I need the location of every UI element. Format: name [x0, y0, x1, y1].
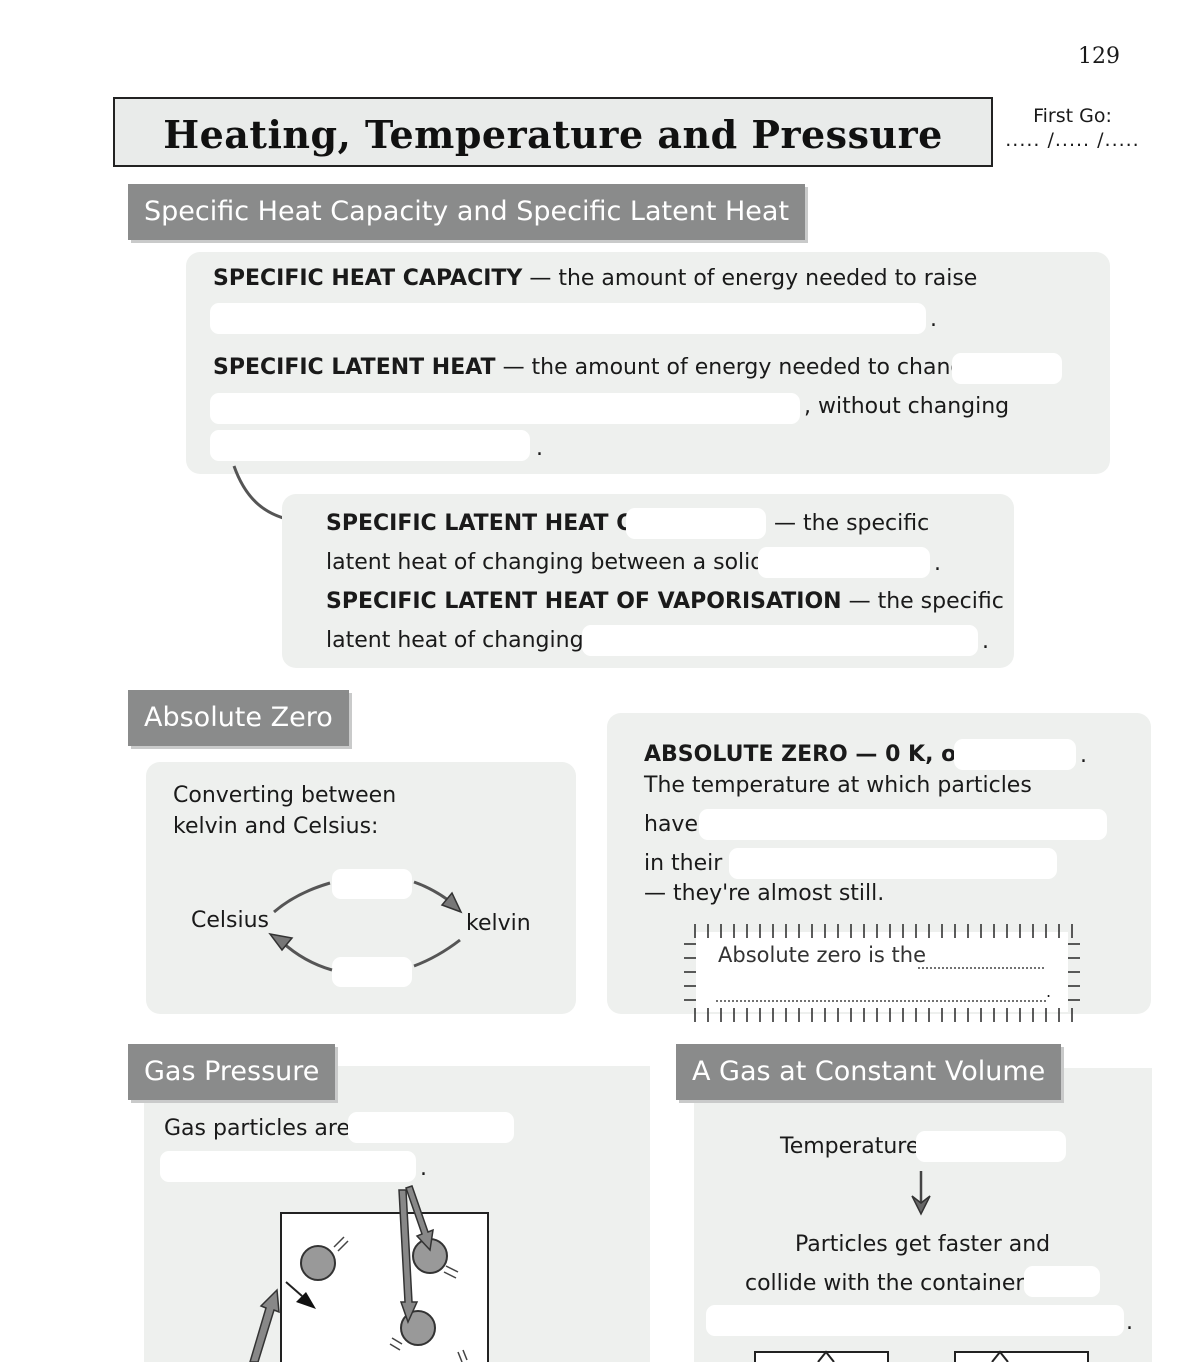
particle-icon [300, 1245, 336, 1281]
container-box [280, 1212, 489, 1362]
first-go-label: First Go: [1033, 105, 1112, 127]
arrow-down-icon [398, 1189, 419, 1325]
panel-conversion: Converting between kelvin and Celsius: C… [146, 762, 576, 1014]
blank-collide-1[interactable] [1024, 1266, 1100, 1297]
blank-fusion-state[interactable] [758, 547, 930, 578]
fusion-line2: latent heat of changing between a solid [326, 550, 765, 575]
without-changing: , without changing [804, 394, 1010, 419]
in-their-label: in their [644, 851, 723, 876]
blank-slh-1[interactable] [952, 353, 1062, 384]
abs-zero-term: ABSOLUTE ZERO — 0 K, or [644, 742, 968, 767]
fusion-text: — the specific [774, 511, 930, 536]
blank-have[interactable] [699, 809, 1107, 840]
almost-still: — they're almost still. [644, 881, 885, 906]
period: . [930, 307, 937, 332]
period: . [982, 629, 989, 654]
section-heading-specific-heat: Specific Heat Capacity and Specific Late… [128, 184, 806, 240]
panel-specific-heat: SPECIFIC HEAT CAPACITY — the amount of e… [186, 252, 1110, 474]
first-go-date: ..... /..... /..... [1005, 129, 1140, 151]
slh-definition: SPECIFIC LATENT HEAT — the amount of ene… [213, 355, 978, 380]
blank-fusion-name[interactable] [626, 508, 766, 539]
celsius-label: Celsius [191, 908, 269, 933]
callout-text: Absolute zero is the [718, 943, 927, 967]
blank-collide-2[interactable] [706, 1305, 1124, 1336]
page-title: Heating, Temperature and Pressure [163, 111, 943, 157]
period: . [420, 1156, 427, 1181]
period: . [1080, 743, 1087, 768]
collide-line: collide with the container [745, 1271, 1025, 1296]
blank-gas-particles-2[interactable] [160, 1151, 416, 1182]
temperature-label: Temperature [780, 1134, 920, 1159]
section-heading-gas-pressure: Gas Pressure [128, 1044, 336, 1100]
abs-zero-line2: The temperature at which particles [644, 773, 1032, 798]
shc-term: SPECIFIC HEAT CAPACITY [213, 266, 523, 291]
kelvin-label: kelvin [466, 911, 531, 936]
blank-shc[interactable] [210, 303, 926, 334]
container-box [954, 1351, 1089, 1362]
blank-slh-2[interactable] [210, 393, 800, 424]
converting-line1: Converting between [173, 783, 397, 808]
fusion-term: SPECIFIC LATENT HEAT OF [326, 511, 650, 536]
arrow-down-icon [405, 1185, 434, 1252]
blank-k-to-c[interactable] [332, 957, 412, 987]
blank-abs-zero-celsius[interactable] [954, 739, 1076, 770]
shc-text: — the amount of energy needed to raise [529, 266, 978, 291]
arrow-right-icon [440, 891, 463, 914]
page-number: 129 [1078, 44, 1120, 69]
faster-line: Particles get faster and [795, 1232, 1051, 1257]
panel-latent-heat-types: SPECIFIC LATENT HEAT OF — the specific l… [282, 494, 1014, 668]
blank-vap-state[interactable] [582, 625, 978, 656]
blank-gas-particles-1[interactable] [348, 1112, 514, 1143]
shc-definition: SPECIFIC HEAT CAPACITY — the amount of e… [213, 266, 977, 291]
arrow-left-icon [268, 932, 294, 952]
period: . [1046, 982, 1052, 1001]
vap-line2: latent heat of changing [326, 628, 584, 653]
section-heading-constant-volume: A Gas at Constant Volume [676, 1044, 1062, 1100]
blank-temperature[interactable] [916, 1131, 1066, 1162]
blank-in-their[interactable] [729, 848, 1057, 879]
vap-text: — the specific [848, 589, 1004, 614]
blank-c-to-k[interactable] [332, 869, 412, 899]
period: . [536, 436, 543, 461]
period: . [1126, 1310, 1133, 1335]
gas-particles-label: Gas particles are [164, 1116, 350, 1141]
slh-text: — the amount of energy needed to change [502, 355, 978, 380]
blank-slh-3[interactable] [210, 430, 530, 461]
arrow-down-icon [911, 1195, 931, 1216]
first-go-box: First Go: ..... /..... /..... [991, 97, 1152, 167]
title-bar: Heating, Temperature and Pressure First … [113, 97, 1152, 167]
converting-line2: kelvin and Celsius: [173, 814, 379, 839]
vap-definition: SPECIFIC LATENT HEAT OF VAPORISATION — t… [326, 589, 1004, 614]
period: . [934, 551, 941, 576]
vap-term: SPECIFIC LATENT HEAT OF VAPORISATION [326, 589, 842, 614]
have-label: have [644, 812, 698, 837]
slh-term: SPECIFIC LATENT HEAT [213, 355, 496, 380]
arrow-icon [296, 1292, 316, 1309]
section-heading-absolute-zero: Absolute Zero [128, 690, 349, 746]
arrow-up-icon [249, 1288, 280, 1362]
